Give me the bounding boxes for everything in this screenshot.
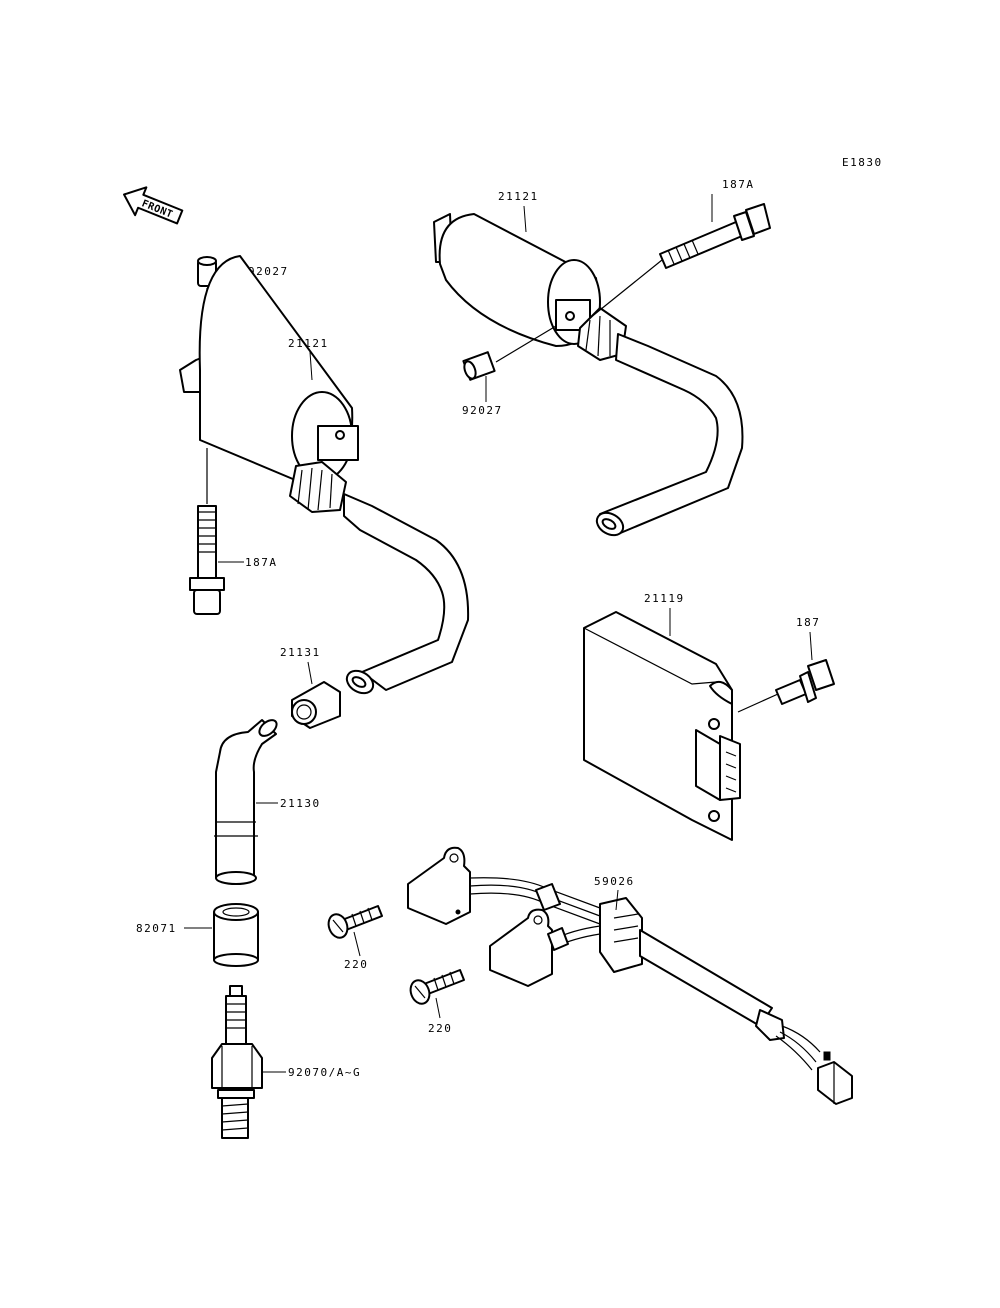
label-92070: 92070/A~G: [288, 1066, 361, 1079]
screw-220-lower: [409, 969, 465, 1005]
reference-code: E1830: [842, 156, 883, 169]
label-21130: 21130: [280, 797, 321, 810]
front-arrow-icon: FRONT: [123, 186, 184, 225]
plug-cap-21130: [214, 719, 278, 885]
cap-21131: [291, 681, 341, 729]
label-187a-left: 187A: [245, 556, 278, 569]
screw-220-upper: [327, 905, 383, 939]
ignition-coil-left: [179, 255, 359, 513]
igniter-unit-21119: [583, 611, 741, 841]
pickup-coil-harness-59026: [407, 846, 853, 1105]
label-21131: 21131: [280, 646, 321, 659]
bolt-187a-left: [189, 448, 225, 615]
label-220-upper: 220: [344, 958, 368, 971]
label-220-lower: 220: [428, 1022, 452, 1035]
bolt-187a-right: [589, 203, 771, 319]
seal-82071: [213, 903, 259, 967]
label-92027-right: 92027: [462, 404, 503, 417]
label-21119: 21119: [644, 592, 685, 605]
label-82071: 82071: [136, 922, 177, 935]
spacer-92027-right: [462, 325, 557, 381]
label-59026: 59026: [594, 875, 635, 888]
bolt-187: [737, 659, 835, 713]
ignition-coil-right: [433, 213, 627, 361]
spark-plug-92070: [211, 985, 263, 1139]
label-92027-top: 92027: [248, 265, 289, 278]
ht-lead-right: [595, 333, 744, 537]
label-187: 187: [796, 616, 820, 629]
label-21121-right: 21121: [498, 190, 539, 203]
label-187a-right: 187A: [722, 178, 755, 191]
ht-lead-left: [343, 493, 470, 695]
label-21121-left: 21121: [288, 337, 329, 350]
